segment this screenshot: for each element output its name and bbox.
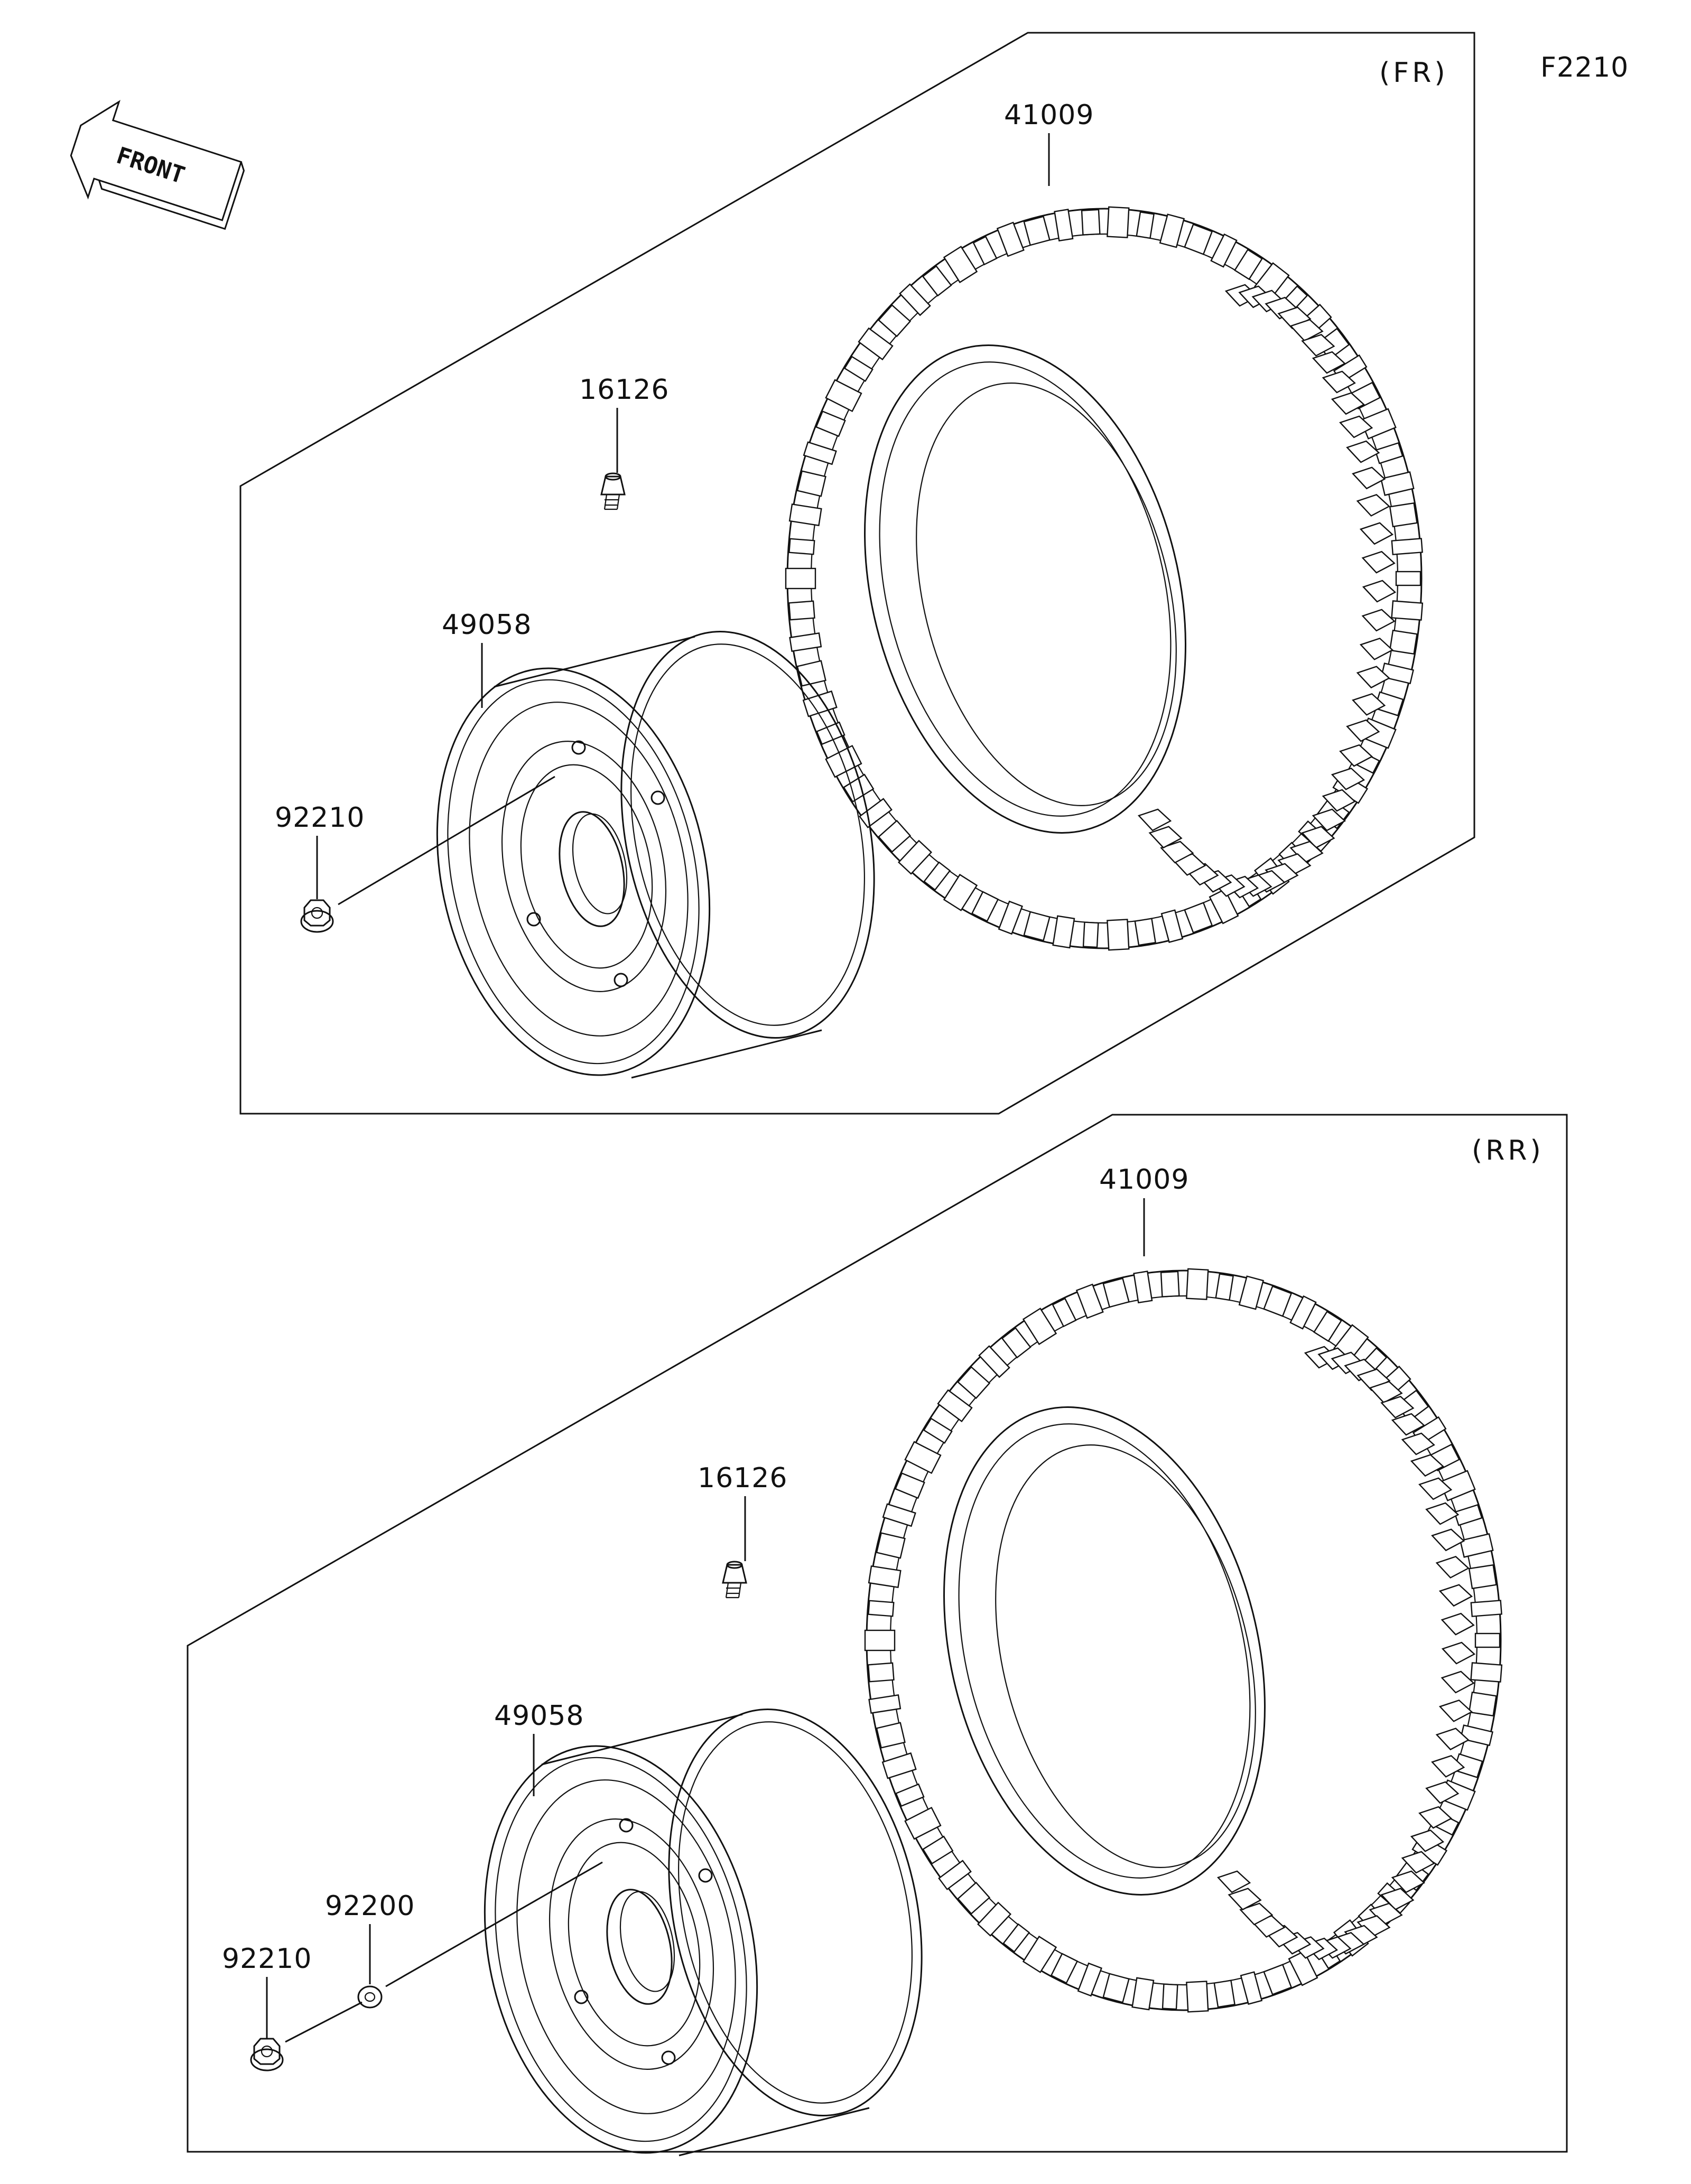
diagram-id-label: F2210 <box>1540 52 1629 83</box>
rear-panel: (RR) 41009 16126 49058 92200 92210 <box>187 1114 1568 2179</box>
front-lug-nut[interactable] <box>300 899 334 933</box>
front-nut-part-number: 92210 <box>275 802 365 834</box>
rear-valve-part-number: 16126 <box>698 1462 787 1494</box>
rear-nut-part-number: 92210 <box>222 1943 312 1975</box>
rear-wheel-part-number: 49058 <box>494 1700 584 1732</box>
front-arrow-icon: FRONT <box>70 100 245 230</box>
front-valve-part-number: 16126 <box>579 374 669 406</box>
front-panel: (FR) 41009 16126 49058 92210 <box>239 32 1475 1115</box>
rear-lug-nut[interactable] <box>250 2038 284 2071</box>
front-tire[interactable] <box>785 206 1424 951</box>
rear-tire-part-number: 41009 <box>1099 1164 1189 1196</box>
front-arrow-label: FRONT <box>113 142 188 189</box>
rear-valve-stem[interactable] <box>722 1561 747 1599</box>
rear-wheel[interactable] <box>448 1685 958 2179</box>
rear-panel-header: (RR) <box>1472 1135 1544 1166</box>
front-wheel[interactable] <box>400 607 910 1102</box>
rear-tire[interactable] <box>864 1268 1503 2013</box>
front-valve-stem[interactable] <box>600 472 626 510</box>
rear-washer[interactable] <box>357 1985 383 2009</box>
front-panel-header: (FR) <box>1379 57 1448 89</box>
front-wheel-part-number: 49058 <box>442 609 532 641</box>
rear-washer-part-number: 92200 <box>325 1890 415 1922</box>
front-tire-part-number: 41009 <box>1004 99 1094 131</box>
